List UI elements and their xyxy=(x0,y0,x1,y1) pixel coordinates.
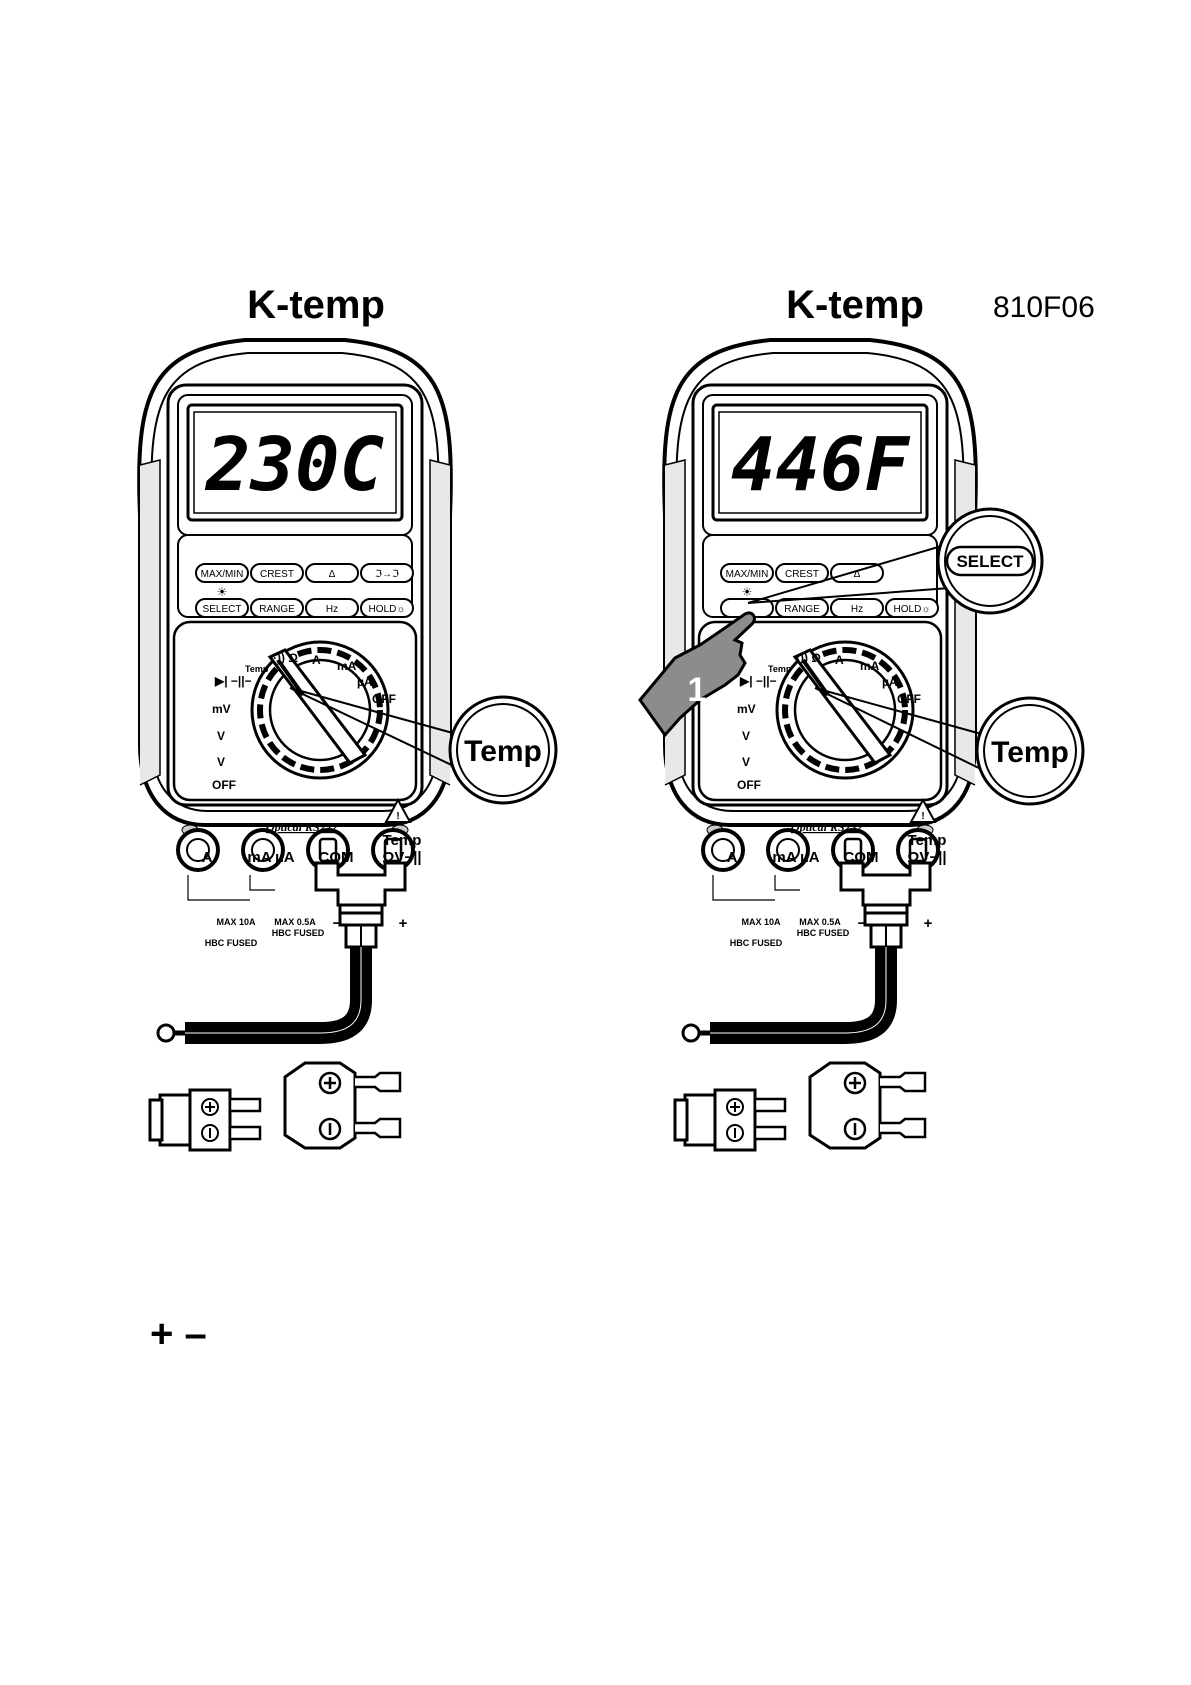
svg-text:!: ! xyxy=(921,811,924,822)
left-lcd-reading: 230C xyxy=(204,422,385,508)
hz-button[interactable]: Hz xyxy=(326,604,338,615)
jack-a-label: A xyxy=(727,849,738,866)
pointing-hand-icon: 1 xyxy=(638,611,756,738)
hbc-fused-label: HBC FUSED xyxy=(797,928,850,938)
jack-temp-label: Temp xyxy=(383,832,422,849)
dial-off-right: OFF xyxy=(372,692,396,706)
fuse-ma-label: MAX 0.5A xyxy=(799,917,841,927)
dial-ma-label: mA xyxy=(860,659,880,673)
right-jack-labels: A mA µA COM Temp ΩV−|| − + MAX 10A MAX 0… xyxy=(727,832,947,948)
step-number: 1 xyxy=(688,671,707,709)
temp-callout-label: Temp xyxy=(991,736,1069,769)
dial-ua-label: µA xyxy=(357,675,373,689)
jack-com-label: COM xyxy=(319,849,354,866)
right-temp-callout: Temp xyxy=(814,687,1085,806)
jack-temp-label: Temp xyxy=(908,832,947,849)
warning-icon: ! xyxy=(384,797,412,823)
right-title: K-temp xyxy=(786,283,924,327)
dial-ma-label: mA xyxy=(337,659,357,673)
left-jack-labels: A mA µA COM Temp ΩV−|| − + MAX 10A MAX 0… xyxy=(202,832,422,948)
maxmin-button[interactable]: MAX/MIN xyxy=(201,569,244,580)
crest-button[interactable]: CREST xyxy=(260,569,294,580)
relative-button[interactable]: Δ xyxy=(329,569,336,580)
right-button-panel: MAX/MIN CREST Δ ☀ RANGE Hz HOLD☼ xyxy=(720,563,939,618)
left-title: K-temp xyxy=(247,283,385,327)
hz-button[interactable]: Hz xyxy=(851,604,863,615)
adapter-plus-label: + xyxy=(924,915,933,932)
dial-ua-label: µA xyxy=(882,675,898,689)
warning-icon: ! xyxy=(909,797,937,823)
fuse-a-label: MAX 10A xyxy=(741,917,781,927)
jack-ma-ua-label: mA µA xyxy=(772,849,819,866)
jack-ohm-v-label: ΩV−|| xyxy=(907,849,946,866)
fuse-ma-label: MAX 0.5A xyxy=(274,917,316,927)
backlight-icon: ☀ xyxy=(217,585,228,599)
figure-id: 810F06 xyxy=(993,291,1095,324)
dial-ohm-label: ·)) Ω xyxy=(273,651,298,665)
adapter-plus-label: + xyxy=(399,915,408,932)
dial-vac-label: V xyxy=(217,755,225,769)
dial-off-right: OFF xyxy=(897,692,921,706)
dial-diode-cap-label: ▶| −||− xyxy=(214,674,252,688)
jack-ohm-v-label: ΩV−|| xyxy=(382,849,421,866)
fuse-a-label: MAX 10A xyxy=(216,917,256,927)
hold-button[interactable]: HOLD☼ xyxy=(894,604,931,615)
select-callout: SELECT xyxy=(747,507,1044,615)
left-dial-labels: Temp ·)) Ω A mA µA OFF ▶| −||− mV V V OF… xyxy=(212,651,396,792)
select-button[interactable]: SELECT xyxy=(203,604,242,615)
bargraph-button[interactable]: ℑ→ℑ xyxy=(375,569,399,580)
polarity-symbols: + – xyxy=(150,1312,207,1356)
maxmin-button[interactable]: MAX/MIN xyxy=(726,569,769,580)
right-lcd-reading: 446F xyxy=(731,422,911,508)
dial-mv-label: mV xyxy=(212,702,231,716)
jack-com-label: COM xyxy=(844,849,879,866)
dial-ohm-label: ·)) Ω xyxy=(796,651,821,665)
range-button[interactable]: RANGE xyxy=(784,604,820,615)
adapter-minus-label: − xyxy=(333,915,342,932)
left-temp-callout: Temp xyxy=(289,687,558,805)
hbc-fused-label: HBC FUSED xyxy=(205,938,258,948)
dial-temp-label: Temp xyxy=(245,664,269,674)
range-button[interactable]: RANGE xyxy=(259,604,295,615)
dial-mv-label: mV xyxy=(737,702,756,716)
dial-vac-label: V xyxy=(742,755,750,769)
hbc-fused-label: HBC FUSED xyxy=(730,938,783,948)
rs232-label: Optical RS232 xyxy=(266,820,338,834)
svg-text:!: ! xyxy=(396,811,399,822)
dial-amp-label: A xyxy=(835,653,844,667)
dial-temp-label: Temp xyxy=(768,664,792,674)
right-dial-labels: Temp ·)) Ω A mA µA OFF ▶| −||− mV V V OF… xyxy=(737,651,921,792)
adapter-minus-label: − xyxy=(858,915,867,932)
relative-button[interactable]: Δ xyxy=(854,569,861,580)
jack-a-label: A xyxy=(202,849,213,866)
temp-callout-label: Temp xyxy=(464,735,542,768)
crest-button[interactable]: CREST xyxy=(785,569,819,580)
left-button-panel: MAX/MIN CREST Δ ℑ→ℑ ☀ SELECT RANGE Hz HO… xyxy=(195,563,414,618)
dial-amp-label: A xyxy=(312,653,321,667)
hold-button[interactable]: HOLD☼ xyxy=(369,604,406,615)
rs232-label: Optical RS232 xyxy=(791,820,863,834)
dial-off-left: OFF xyxy=(737,778,761,792)
dial-vdc-label: V xyxy=(742,729,750,743)
jack-ma-ua-label: mA µA xyxy=(247,849,294,866)
dial-diode-cap-label: ▶| −||− xyxy=(739,674,777,688)
hbc-fused-label: HBC FUSED xyxy=(272,928,325,938)
dial-off-left: OFF xyxy=(212,778,236,792)
dial-vdc-label: V xyxy=(217,729,225,743)
backlight-icon: ☀ xyxy=(742,585,753,599)
select-callout-label: SELECT xyxy=(956,552,1024,571)
